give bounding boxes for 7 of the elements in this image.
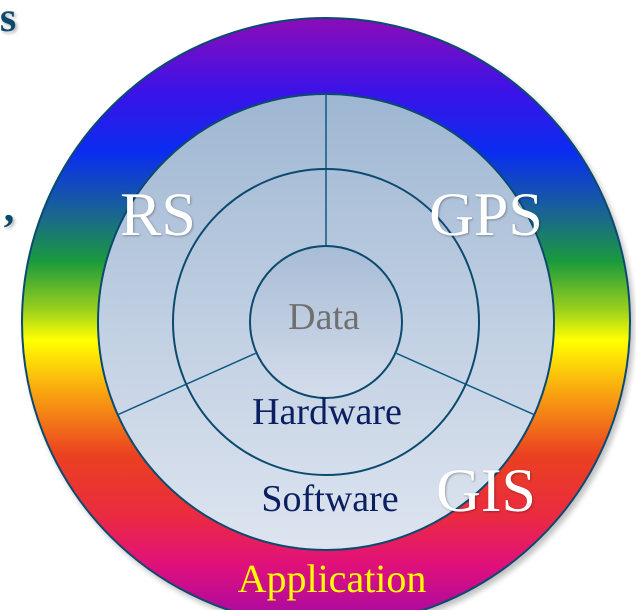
cut-off-text: , xyxy=(4,187,14,229)
ring-label: Software xyxy=(261,480,399,518)
cut-off-text: s xyxy=(0,0,16,39)
ring-label: Application xyxy=(238,559,426,599)
ring-label: Hardware xyxy=(252,393,402,431)
ring-label: Data xyxy=(288,298,360,336)
segment-label: RS xyxy=(120,184,196,246)
